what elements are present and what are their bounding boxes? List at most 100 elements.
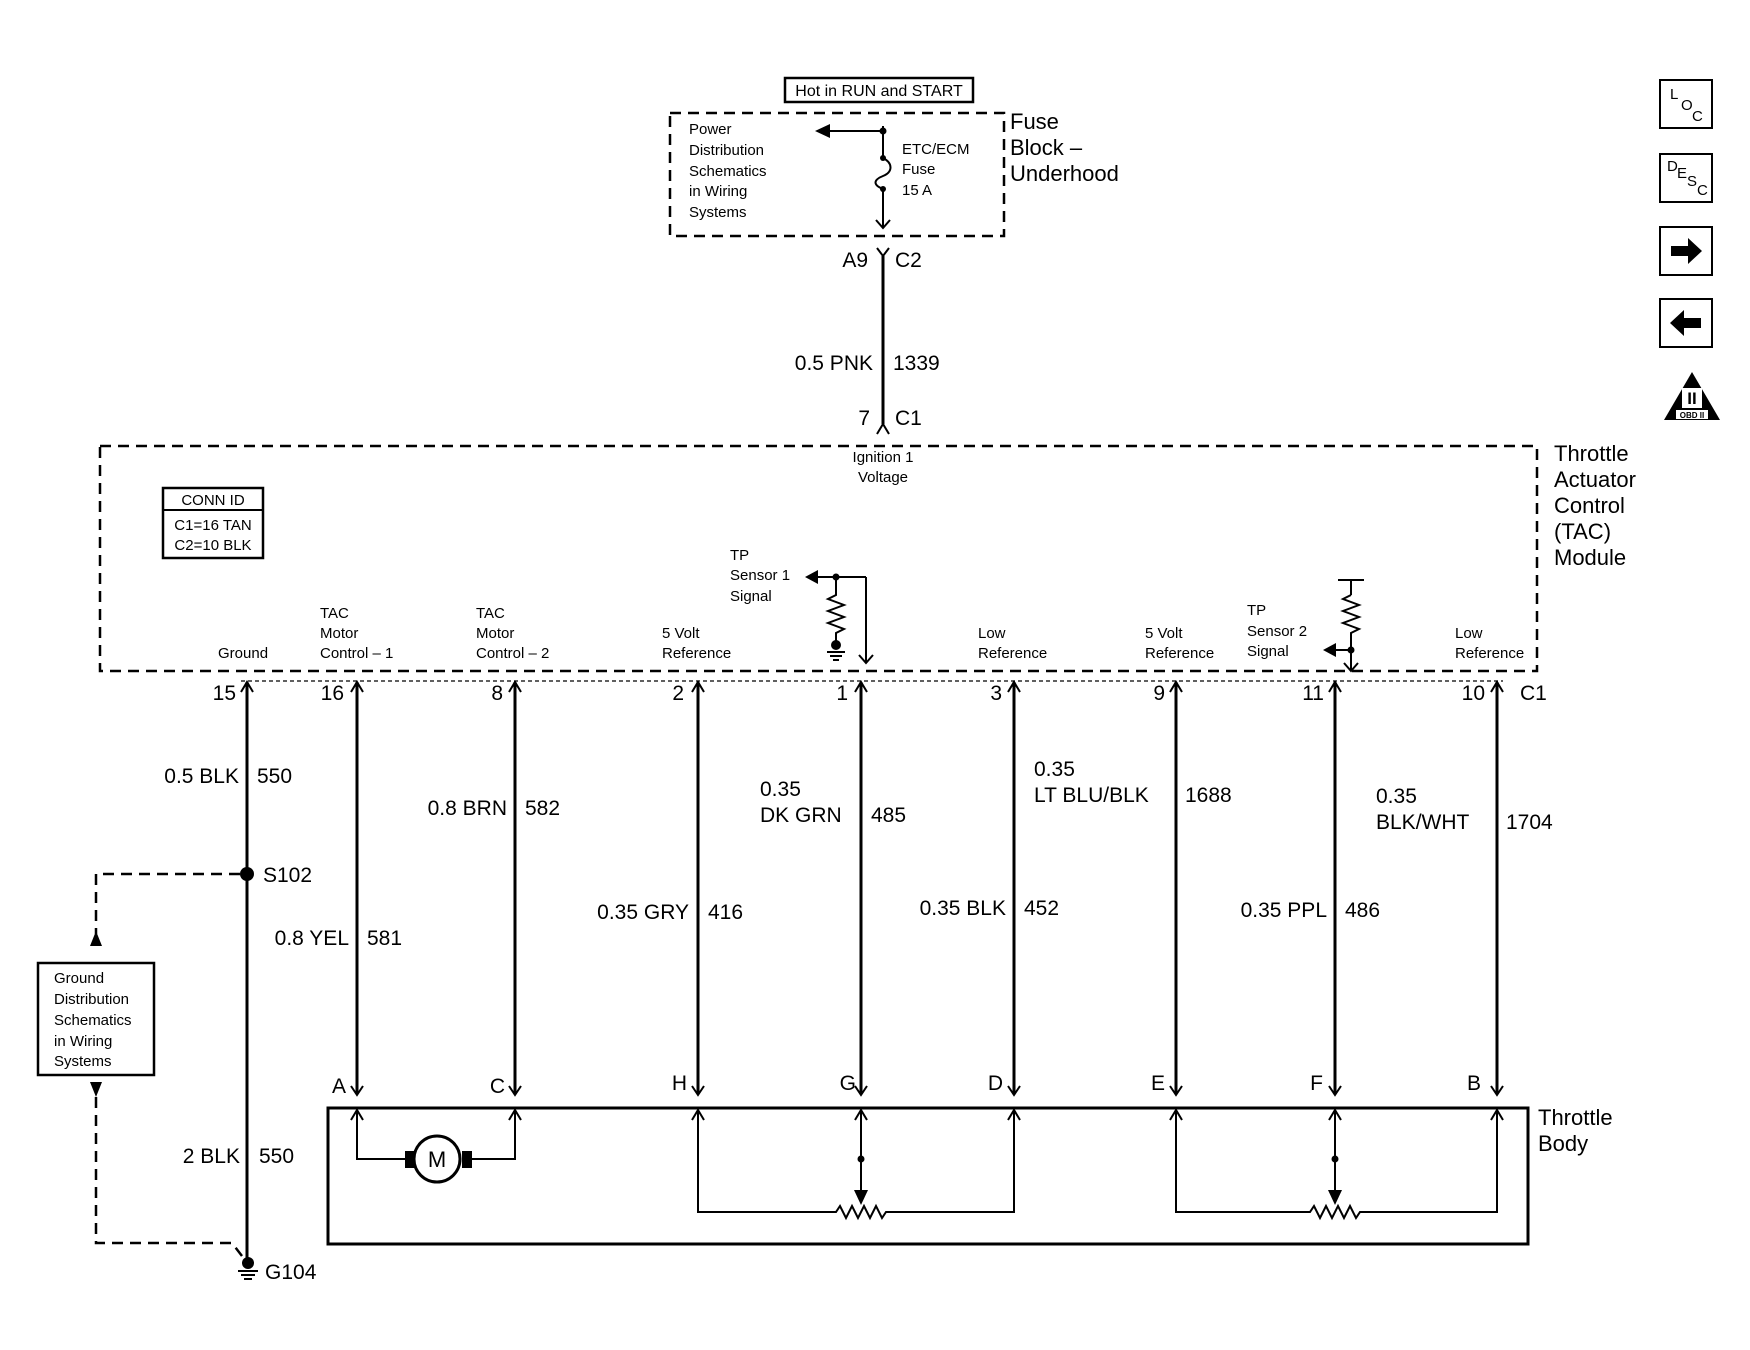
ignition-voltage-label: Ignition 1 Voltage bbox=[853, 449, 914, 486]
pin-number: 2 bbox=[672, 682, 684, 705]
fuse-icon bbox=[874, 157, 892, 190]
pin-7-label: 7 bbox=[858, 407, 870, 430]
svg-text:15 A: 15 A bbox=[902, 182, 932, 199]
svg-text:Reference: Reference bbox=[978, 645, 1047, 662]
obd-label: OBD II bbox=[1680, 411, 1704, 420]
svg-text:Control – 1: Control – 1 bbox=[320, 645, 393, 662]
svg-text:Reference: Reference bbox=[1145, 645, 1214, 662]
circuit-number: 582 bbox=[525, 797, 560, 820]
pin-number: 1 bbox=[836, 682, 848, 705]
circuit-486: 11 0.35 PPL 486 F bbox=[1241, 680, 1380, 1097]
tb-pin: D bbox=[988, 1072, 1003, 1095]
circuit-number: 452 bbox=[1024, 897, 1059, 920]
connector-c1-top-symbol bbox=[876, 422, 890, 435]
circuit-number: 485 bbox=[871, 804, 906, 827]
connector-c1-label: C1 bbox=[1520, 682, 1547, 705]
arrow-left-icon bbox=[1670, 310, 1701, 336]
circuit-1339: 1339 bbox=[893, 352, 940, 375]
func-ground: Ground bbox=[218, 645, 268, 662]
svg-text:Fuse: Fuse bbox=[1010, 109, 1059, 134]
conn-id-line-2: C2=10 BLK bbox=[174, 537, 251, 554]
arrow-up-icon bbox=[90, 931, 102, 946]
wire-size-2blk: 2 BLK bbox=[183, 1145, 240, 1168]
tb-pin: C bbox=[490, 1075, 505, 1098]
circuit-number: 1704 bbox=[1506, 811, 1553, 834]
pin-number: 10 bbox=[1462, 682, 1485, 705]
tb-pin: G bbox=[840, 1072, 856, 1095]
svg-text:Schematics: Schematics bbox=[54, 1012, 132, 1029]
wiper-arrow-icon bbox=[854, 1190, 868, 1205]
wire-size: 0.5 BLK bbox=[164, 765, 239, 788]
svg-text:Systems: Systems bbox=[689, 204, 747, 221]
circuit-number: 1688 bbox=[1185, 784, 1232, 807]
obd-warning-icon: II OBD II bbox=[1664, 372, 1720, 420]
circuit-1704: 10 0.35 BLK/WHT 1704 B bbox=[1376, 680, 1553, 1097]
wiper-arrow-icon bbox=[1328, 1190, 1342, 1205]
svg-text:Ignition 1: Ignition 1 bbox=[853, 449, 914, 466]
pin-number: 16 bbox=[321, 682, 344, 705]
svg-text:Distribution: Distribution bbox=[54, 991, 129, 1008]
circuit-number: 550 bbox=[257, 765, 292, 788]
arrow-left-icon bbox=[805, 570, 818, 584]
wire-size: 0.8 YEL bbox=[275, 927, 349, 950]
wire-size-color: LT BLU/BLK bbox=[1034, 784, 1149, 807]
tp-sensor-1-internal: TP Sensor 1 Signal bbox=[730, 547, 874, 665]
func-motor-control-1: TAC Motor Control – 1 bbox=[320, 605, 393, 662]
wire-size-gauge: 0.35 bbox=[1034, 758, 1075, 781]
throttle-body: Throttle Body M bbox=[326, 1105, 1613, 1246]
svg-text:Module: Module bbox=[1554, 545, 1626, 570]
func-low-ref-2: Low Reference bbox=[1455, 625, 1524, 662]
svg-text:Schematics: Schematics bbox=[689, 163, 767, 180]
svg-text:5 Volt: 5 Volt bbox=[1145, 625, 1183, 642]
pull-up-resistor-icon bbox=[1340, 594, 1362, 650]
circuit-485: 1 0.35 DK GRN 485 G bbox=[760, 680, 906, 1097]
fuse-label: ETC/ECM Fuse 15 A bbox=[902, 141, 970, 199]
wire-size-gauge: 0.35 bbox=[760, 778, 801, 801]
splice-s102-label: S102 bbox=[263, 864, 312, 887]
fuse-block-title: Fuse Block – Underhood bbox=[1010, 109, 1119, 186]
pin-number: 8 bbox=[491, 682, 503, 705]
svg-text:in Wiring: in Wiring bbox=[689, 183, 747, 200]
svg-text:Signal: Signal bbox=[1247, 643, 1289, 660]
svg-text:TAC: TAC bbox=[320, 605, 349, 622]
svg-text:Control: Control bbox=[1554, 493, 1625, 518]
pin-number: 15 bbox=[213, 682, 236, 705]
power-distribution-note[interactable]: Power Distribution Schematics in Wiring … bbox=[689, 121, 767, 221]
circuit-550-lower: 550 bbox=[259, 1145, 294, 1168]
motor-label: M bbox=[428, 1147, 446, 1172]
svg-text:ETC/ECM: ETC/ECM bbox=[902, 141, 970, 158]
next-page-button[interactable] bbox=[1659, 226, 1713, 276]
svg-text:Fuse: Fuse bbox=[902, 161, 935, 178]
svg-text:Sensor 1: Sensor 1 bbox=[730, 567, 790, 584]
func-5v-ref-2: 5 Volt Reference bbox=[1145, 625, 1214, 662]
svg-text:Low: Low bbox=[1455, 625, 1483, 642]
ground-distribution-note[interactable]: Ground Distribution Schematics in Wiring… bbox=[36, 961, 156, 1077]
conn-id-box: CONN ID C1=16 TAN C2=10 BLK bbox=[161, 486, 265, 560]
svg-text:Systems: Systems bbox=[54, 1053, 112, 1070]
description-button[interactable]: D E S C bbox=[1659, 153, 1713, 203]
wire-label-pnk: 0.5 PNK bbox=[795, 352, 873, 375]
location-button[interactable]: L O C bbox=[1659, 79, 1713, 129]
tb-pin: H bbox=[672, 1072, 687, 1095]
arrow-right-icon bbox=[1671, 238, 1702, 264]
svg-text:(TAC): (TAC) bbox=[1554, 519, 1611, 544]
svg-text:Throttle: Throttle bbox=[1538, 1105, 1613, 1130]
connector-c2-symbol bbox=[876, 247, 890, 258]
previous-page-button[interactable] bbox=[1659, 298, 1713, 348]
arrow-left-icon bbox=[815, 124, 830, 138]
circuit-number: 581 bbox=[367, 927, 402, 950]
circuit-number: 486 bbox=[1345, 899, 1380, 922]
wire-size: 0.35 PPL bbox=[1241, 899, 1327, 922]
svg-text:Sensor 2: Sensor 2 bbox=[1247, 623, 1307, 640]
svg-text:Underhood: Underhood bbox=[1010, 161, 1119, 186]
connector-c2-label: C2 bbox=[895, 249, 922, 272]
tp-sensor-2-internal: TP Sensor 2 Signal bbox=[1247, 579, 1364, 673]
circuit-581: 16 0.8 YEL 581 A bbox=[275, 680, 402, 1098]
connector-c1-top-label: C1 bbox=[895, 407, 922, 430]
svg-text:Actuator: Actuator bbox=[1554, 467, 1636, 492]
pin-number: 11 bbox=[1302, 682, 1324, 705]
obd-ii-button[interactable]: II OBD II bbox=[1662, 370, 1722, 422]
wire-size: 0.35 BLK bbox=[920, 897, 1006, 920]
svg-text:Motor: Motor bbox=[320, 625, 358, 642]
